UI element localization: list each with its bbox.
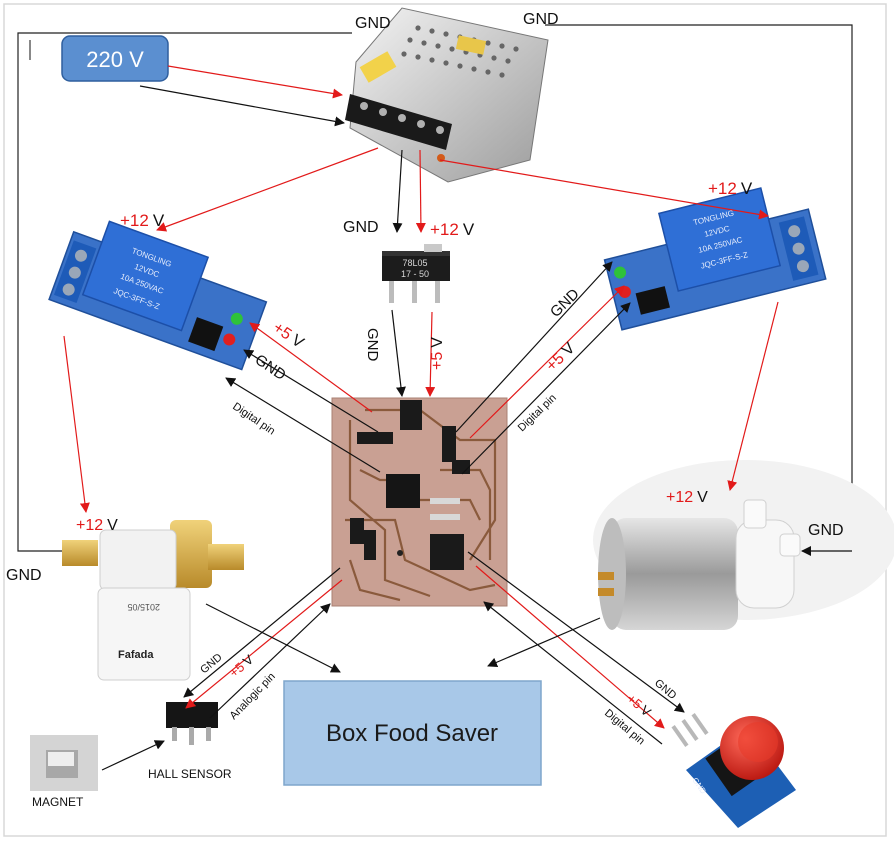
pump-motor-image	[593, 460, 894, 630]
regulator-pcb-gnd: GND	[364, 328, 381, 362]
relay-right-image: TONGLING 12VDC 10A 250VAC JQC-3FF-S-Z	[603, 187, 827, 331]
regulator-line1: 78L05	[402, 258, 427, 268]
psu-gnd-left-label: GND	[355, 15, 391, 32]
motor-gnd-label: GND	[808, 522, 844, 539]
regulator-gnd-label: GND	[343, 219, 379, 236]
magnet-label: MAGNET	[32, 795, 84, 809]
hall-sensor-image	[166, 702, 218, 745]
valve-brand: Fafada	[118, 649, 154, 661]
microcontroller-chip	[386, 474, 420, 508]
valve-gnd-label: GND	[6, 567, 42, 584]
regulator-pcb-5v: +5V	[429, 337, 446, 370]
voltage-regulator-image: 78L05 17 - 50	[382, 244, 450, 303]
source-box	[61, 35, 169, 82]
wires	[63, 65, 852, 771]
psu-gnd-right-label: GND	[523, 11, 559, 28]
pcb-board-image	[331, 397, 508, 607]
push-button-image: GND	[671, 713, 796, 828]
relay-left-image: TONGLING 12VDC 10A 250VAC JQC-3FF-S-Z	[48, 220, 268, 371]
title-text: Box Food Saver	[326, 720, 498, 747]
source-220v: 220 V	[61, 35, 169, 82]
hall-sensor-label: HALL SENSOR	[148, 767, 232, 781]
regulator-line2: 17 - 50	[401, 269, 429, 279]
power-supply-image	[345, 7, 549, 183]
title-box: Box Food Saver	[283, 680, 542, 786]
valve-date: 2015/05	[127, 602, 160, 612]
solenoid-valve-image: Fafada 2015/05	[62, 520, 244, 681]
magnet-image	[30, 735, 98, 791]
source-label: 220 V	[86, 47, 144, 72]
